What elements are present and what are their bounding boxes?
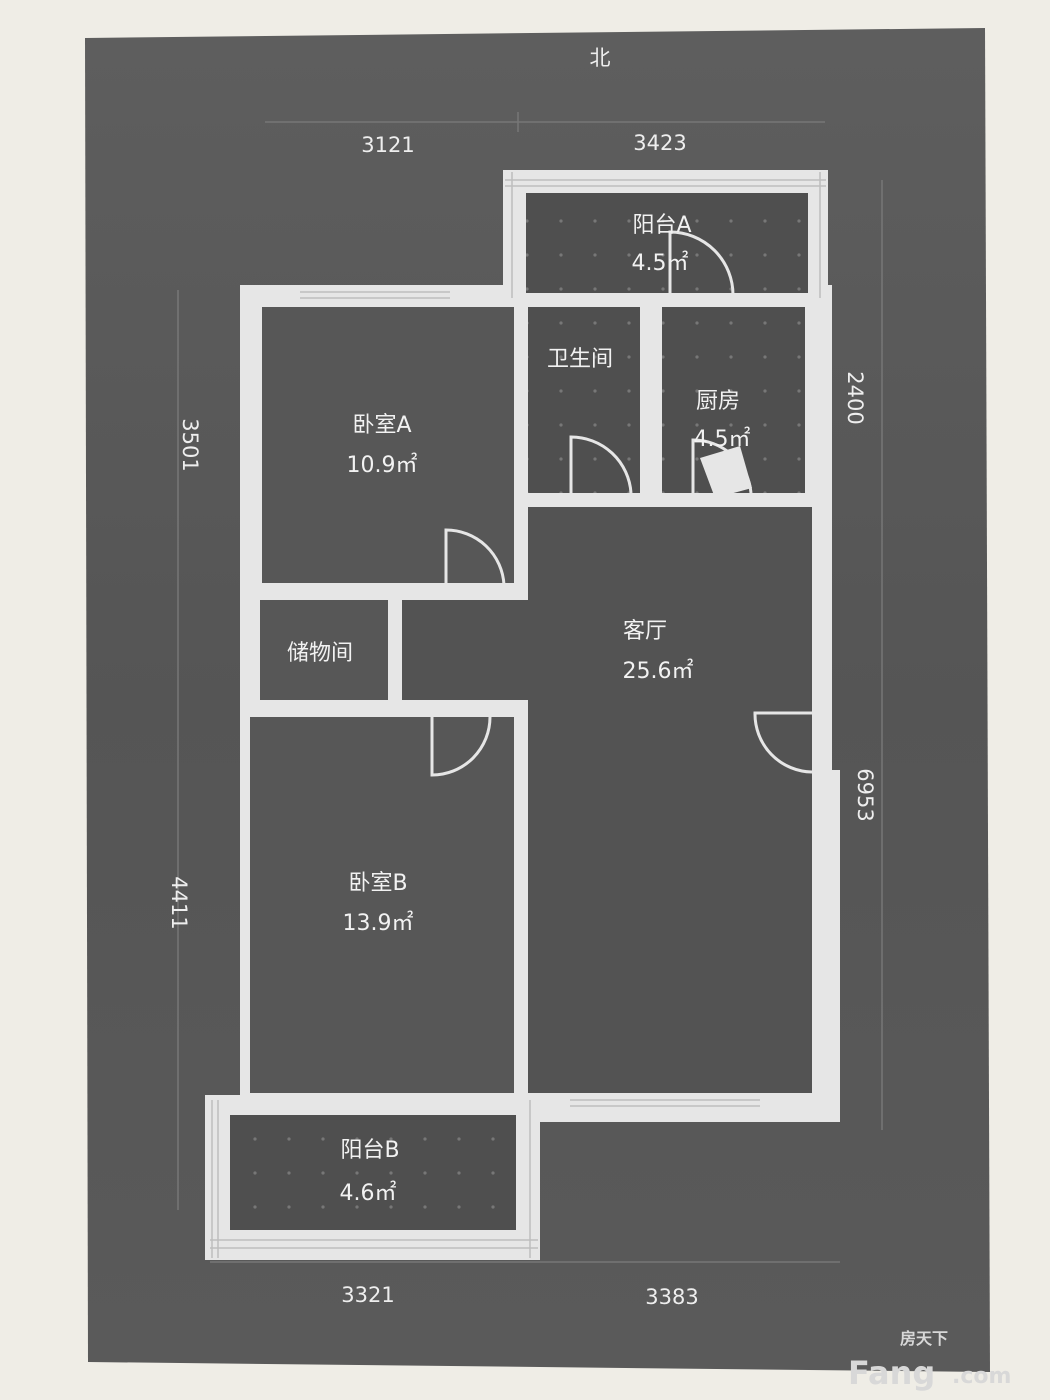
bedroom-a-area: 10.9㎡ (347, 452, 418, 478)
bathroom-name: 卫生间 (547, 347, 613, 372)
kitchen-area: 4.5㎡ (694, 426, 751, 452)
storage-name: 储物间 (287, 641, 353, 666)
living-name: 客厅 (623, 619, 667, 644)
balcony-b-name: 阳台B (340, 1138, 399, 1163)
room-balcony-b (230, 1115, 516, 1230)
room-storage (260, 600, 388, 700)
door-bedroom-b (430, 716, 492, 777)
kitchen-name: 厨房 (696, 389, 740, 414)
room-balcony-a (526, 193, 808, 293)
dim-bottom-left: 3321 (341, 1283, 394, 1307)
rooms (230, 193, 812, 1230)
dimension-lines (177, 112, 883, 1263)
room-living-corridor (402, 600, 532, 700)
dim-bottom-right: 3383 (645, 1285, 698, 1309)
fang-watermark-logo: 房天下 Fang .com (848, 1329, 1011, 1392)
balcony-a-name: 阳台A (632, 213, 691, 238)
door-balcony-a (668, 230, 735, 296)
dim-left-lower: 4411 (167, 876, 191, 929)
watermark-cn: 房天下 (900, 1329, 948, 1348)
kitchen-fixture (700, 446, 752, 498)
watermark-domain: .com (952, 1364, 1011, 1389)
dim-top-right: 3423 (633, 131, 686, 155)
balcony-b-area: 4.6㎡ (340, 1180, 397, 1206)
living-area: 25.6㎡ (623, 658, 694, 684)
room-bedroom-a (262, 307, 514, 583)
windows (210, 172, 826, 1258)
balcony-a-area: 4.5㎡ (632, 250, 689, 276)
bedroom-a-name: 卧室A (352, 413, 411, 438)
dim-top-left: 3121 (361, 133, 414, 157)
room-bedroom-b (250, 717, 514, 1093)
bedroom-b-name: 卧室B (348, 871, 407, 896)
watermark-brand: Fang (848, 1354, 935, 1392)
dim-right-upper: 2400 (843, 371, 867, 424)
door-bedroom-a (444, 528, 506, 586)
north-label: 北 (590, 46, 611, 70)
dim-right-lower: 6953 (853, 768, 877, 821)
door-entrance (753, 711, 813, 774)
room-living (528, 507, 812, 1093)
dim-left-upper: 3501 (178, 418, 202, 471)
bedroom-b-area: 13.9㎡ (343, 910, 414, 936)
door-bathroom (569, 435, 633, 494)
